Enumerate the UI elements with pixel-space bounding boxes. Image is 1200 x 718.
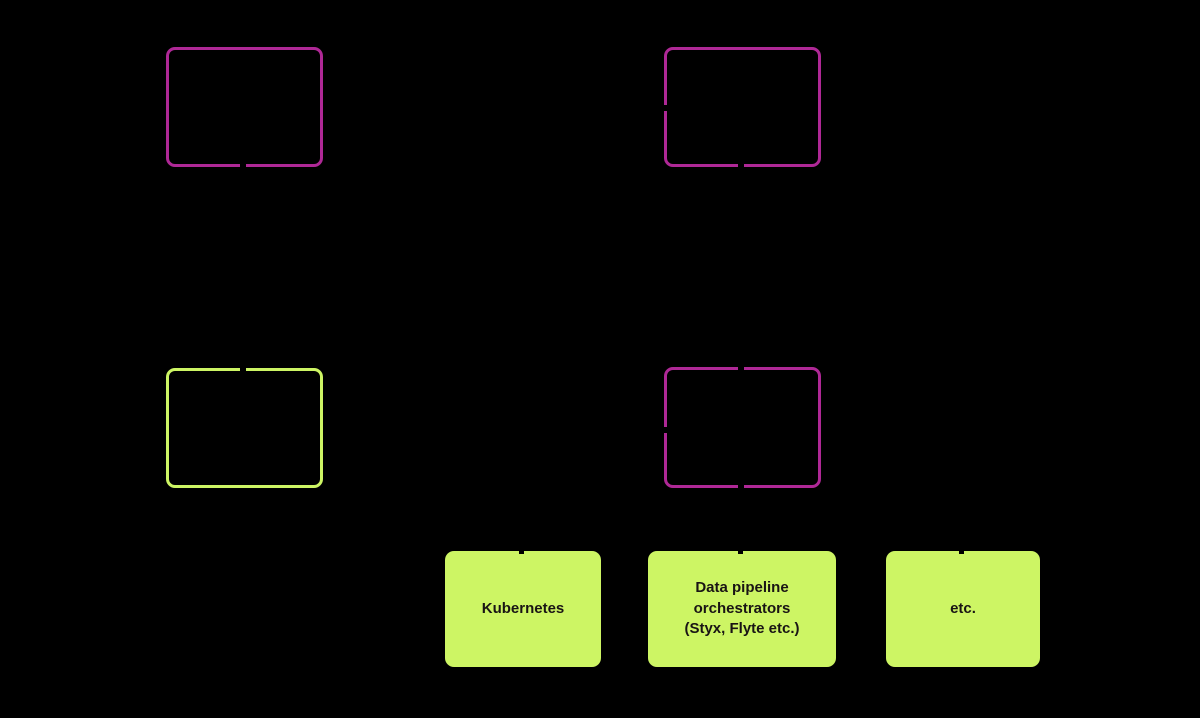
- node-data-pipeline-orchestrators-label: Data pipeline orchestrators (Styx, Flyte…: [684, 578, 800, 638]
- node-outline-mid-right: [664, 367, 821, 488]
- connector-stub: [738, 551, 743, 554]
- connector-stub: [240, 161, 246, 167]
- connector-stub: [662, 105, 667, 111]
- connector-stub: [738, 161, 744, 167]
- connector-stub: [738, 483, 744, 488]
- node-kubernetes-label: Kubernetes: [481, 599, 565, 617]
- node-outline-top-left: [166, 47, 323, 167]
- node-kubernetes: Kubernetes: [445, 551, 601, 667]
- connector-stub: [959, 551, 964, 554]
- connector-stub: [662, 427, 667, 433]
- connector-stub: [240, 368, 246, 373]
- connector-stub: [519, 551, 524, 554]
- connector-stub: [738, 367, 744, 372]
- node-data-pipeline-orchestrators: Data pipeline orchestrators (Styx, Flyte…: [648, 551, 836, 667]
- node-outline-top-right: [664, 47, 821, 167]
- node-outline-mid-left: [166, 368, 323, 488]
- node-etc-label: etc.: [950, 599, 976, 617]
- node-etc: etc.: [886, 551, 1040, 667]
